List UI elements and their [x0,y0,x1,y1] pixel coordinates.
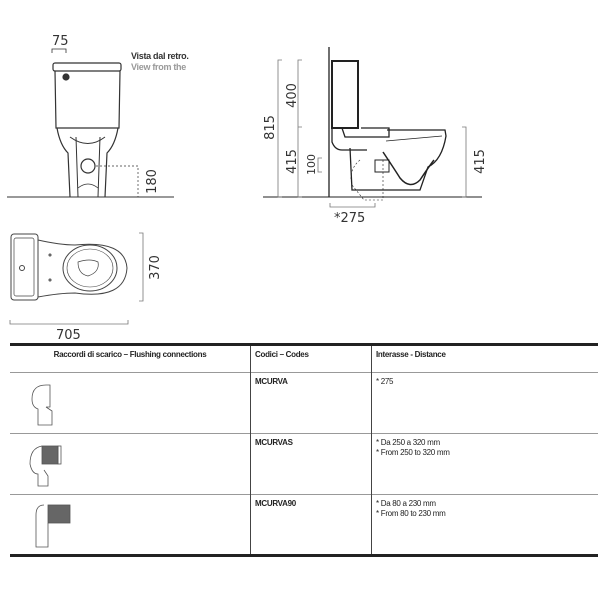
header-codes: Codici – Codes [250,344,372,373]
flushing-connections-table: Raccordi di scarico – Flushing connectio… [10,343,598,557]
code-cell: MCURVAS [250,433,372,495]
distance-cell: * Da 250 a 320 mm * From 250 to 320 mm [372,434,599,495]
distance-cell: * Da 80 a 230 mm * From 80 to 230 mm [372,495,599,556]
straight-bend-connector-icon [31,384,53,426]
distance-line: * Da 80 a 230 mm [376,499,436,508]
extendable-bend-connector-icon [29,445,62,487]
table-row: MCURVA * 275 [10,372,599,434]
dim-plan-length: 705 [56,328,81,343]
technical-drawings [7,47,482,325]
code-cell: MCURVA [250,372,372,434]
dim-wall-distance: *275 [334,211,366,226]
distance-cell: * 275 [372,373,599,434]
dim-seat-height-left: 415 [284,149,300,174]
caption-italian: Vista dal retro. [131,51,189,61]
code-cell: MCURVA90 [250,494,372,556]
caption-english: View from the [131,62,186,72]
plan-view-drawing [9,232,144,325]
distance-line: * 275 [376,377,394,386]
distance-line: * From 80 to 230 mm [376,509,446,518]
rear-view-drawing [7,48,174,198]
table-header-row: Raccordi di scarico – Flushing connectio… [10,344,598,373]
dim-tank-height: 400 [284,83,300,108]
header-distance: Interasse - Distance [376,350,446,359]
dim-seat-height-right: 415 [472,149,488,174]
dim-cap-width: 75 [52,34,69,49]
dim-drain-height: 180 [144,169,160,194]
90-degree-extendable-connector-icon [35,504,71,548]
distance-line: * From 250 to 320 mm [376,448,450,457]
table-row: MCURVAS * Da 250 a 320 mm * From 250 to … [10,433,599,495]
side-view-drawing [263,47,482,208]
dim-total-height: 815 [262,115,278,140]
dim-drain: 100 [305,154,318,175]
header-connections: Raccordi di scarico – Flushing connectio… [10,344,251,373]
dim-plan-width: 370 [147,255,163,280]
distance-line: * Da 250 a 320 mm [376,438,440,447]
table-row: MCURVA90 * Da 80 a 230 mm * From 80 to 2… [10,494,599,556]
